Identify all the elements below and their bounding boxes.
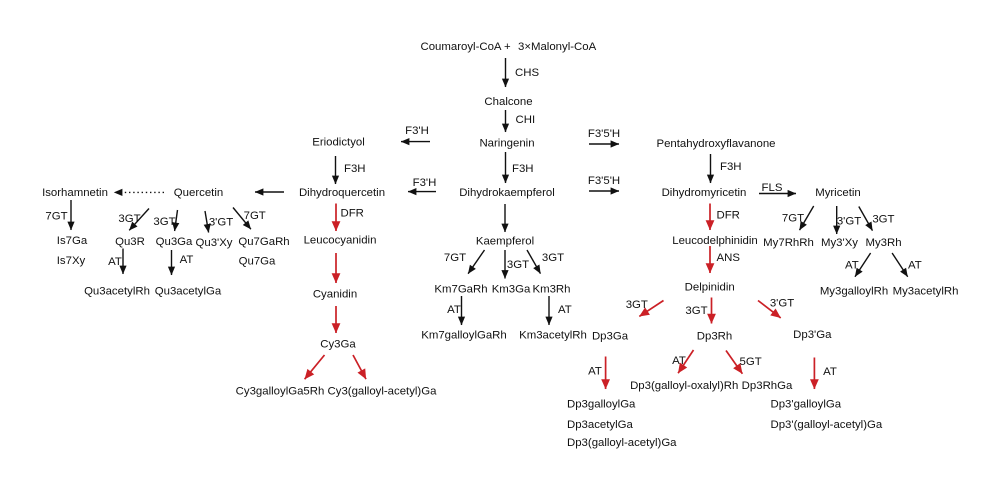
svg-text:Km7galloylGaRh: Km7galloylGaRh (421, 330, 506, 342)
svg-text:My3acetylRh: My3acetylRh (893, 286, 959, 298)
svg-text:My3galloylRh: My3galloylRh (820, 286, 888, 298)
svg-text:Cy3galloylGa5Rh: Cy3galloylGa5Rh (236, 385, 325, 397)
svg-text:3GT: 3GT (542, 252, 564, 264)
svg-text:Dp3(galloyl-acetyl)Ga: Dp3(galloyl-acetyl)Ga (567, 437, 677, 449)
svg-text:AT: AT (108, 256, 122, 268)
svg-text:Cy3Ga: Cy3Ga (320, 338, 356, 350)
svg-text:My7RhRh: My7RhRh (763, 237, 814, 249)
svg-text:7GT: 7GT (244, 210, 266, 222)
svg-text:DFR: DFR (341, 207, 364, 219)
svg-text:Qu3acetylRh: Qu3acetylRh (84, 285, 150, 297)
svg-text:Km3Rh: Km3Rh (533, 284, 571, 296)
svg-text:CHS: CHS (515, 67, 539, 79)
svg-text:Isorhamnetin: Isorhamnetin (42, 187, 108, 199)
svg-text:3GT: 3GT (685, 305, 707, 317)
svg-text:AT: AT (180, 254, 194, 266)
svg-text:CHI: CHI (516, 114, 536, 126)
svg-text:Leucocyanidin: Leucocyanidin (304, 234, 377, 246)
svg-text:Quercetin: Quercetin (174, 187, 223, 199)
svg-text:Dihydroquercetin: Dihydroquercetin (299, 187, 385, 199)
svg-text:Dp3Ga: Dp3Ga (592, 330, 629, 342)
svg-text:AT: AT (908, 260, 922, 272)
svg-text:7GT: 7GT (782, 212, 804, 224)
svg-text:ANS: ANS (717, 252, 741, 264)
svg-text:Is7Xy: Is7Xy (57, 255, 86, 267)
svg-text:Qu3Ga: Qu3Ga (156, 236, 193, 248)
svg-text:AT: AT (558, 304, 572, 316)
svg-text:Dihydrokaempferol: Dihydrokaempferol (459, 187, 555, 199)
svg-text:My3'Xy: My3'Xy (821, 237, 858, 249)
svg-text:Is7Ga: Is7Ga (57, 235, 88, 247)
svg-text:Dp3galloylGa: Dp3galloylGa (567, 399, 636, 411)
svg-text:Cy3(galloyl-acetyl)Ga: Cy3(galloyl-acetyl)Ga (328, 385, 438, 397)
svg-text:3GT: 3GT (153, 216, 175, 228)
svg-text:Cyanidin: Cyanidin (313, 288, 357, 300)
svg-text:AT: AT (845, 260, 859, 272)
svg-text:Eriodictyol: Eriodictyol (312, 136, 365, 148)
svg-text:3GT: 3GT (872, 214, 894, 226)
svg-text:3×Malonyl-CoA: 3×Malonyl-CoA (518, 41, 597, 53)
svg-text:F3'5'H: F3'5'H (588, 128, 620, 140)
svg-text:3GT: 3GT (507, 259, 529, 271)
svg-text:Naringenin: Naringenin (479, 137, 534, 149)
svg-text:F3'5'H: F3'5'H (588, 175, 620, 187)
svg-text:7GT: 7GT (444, 252, 466, 264)
svg-text:Delpinidin: Delpinidin (685, 282, 735, 294)
svg-text:Dp3Rh: Dp3Rh (697, 330, 732, 342)
svg-text:Coumaroyl-CoA +: Coumaroyl-CoA + (421, 41, 512, 53)
svg-text:Dp3RhGa: Dp3RhGa (742, 380, 793, 392)
svg-text:Dp3(galloyl-oxalyl)Rh: Dp3(galloyl-oxalyl)Rh (630, 380, 738, 392)
svg-text:Dihydromyricetin: Dihydromyricetin (662, 187, 747, 199)
svg-text:Qu7Ga: Qu7Ga (239, 255, 276, 267)
svg-text:Dp3acetylGa: Dp3acetylGa (567, 419, 634, 431)
svg-text:5GT: 5GT (740, 356, 762, 368)
svg-text:DFR: DFR (717, 209, 740, 221)
svg-text:Qu3'Xy: Qu3'Xy (196, 237, 233, 249)
svg-text:Km3Ga: Km3Ga (492, 284, 531, 296)
svg-text:My3Rh: My3Rh (865, 237, 901, 249)
svg-text:F3H: F3H (720, 161, 742, 173)
svg-text:3'GT: 3'GT (209, 216, 233, 228)
svg-text:AT: AT (588, 365, 602, 377)
svg-text:Chalcone: Chalcone (484, 96, 532, 108)
svg-text:Pentahydroxyflavanone: Pentahydroxyflavanone (656, 138, 775, 150)
svg-text:3GT: 3GT (118, 213, 140, 225)
svg-text:F3H: F3H (512, 163, 534, 175)
svg-text:AT: AT (672, 355, 686, 367)
svg-text:Kaempferol: Kaempferol (476, 236, 534, 248)
svg-text:F3H: F3H (344, 163, 366, 175)
svg-text:Qu3acetylGa: Qu3acetylGa (155, 285, 222, 297)
svg-text:Km3acetylRh: Km3acetylRh (519, 330, 587, 342)
svg-text:Km7GaRh: Km7GaRh (434, 284, 487, 296)
svg-text:F3'H: F3'H (405, 125, 429, 137)
svg-text:AT: AT (447, 304, 461, 316)
svg-text:AT: AT (823, 366, 837, 378)
svg-text:F3'H: F3'H (413, 177, 437, 189)
svg-text:Dp3'galloylGa: Dp3'galloylGa (771, 399, 842, 411)
svg-text:Qu3R: Qu3R (115, 236, 145, 248)
svg-text:Dp3'(galloyl-acetyl)Ga: Dp3'(galloyl-acetyl)Ga (771, 419, 883, 431)
svg-text:Dp3'Ga: Dp3'Ga (793, 329, 832, 341)
svg-text:3'GT: 3'GT (837, 216, 861, 228)
svg-text:FLS: FLS (762, 182, 783, 194)
svg-text:Qu7GaRh: Qu7GaRh (238, 236, 289, 248)
svg-text:7GT: 7GT (45, 210, 67, 222)
svg-text:3GT: 3GT (626, 299, 648, 311)
svg-text:Myricetin: Myricetin (815, 187, 861, 199)
svg-text:Leucodelphinidin: Leucodelphinidin (672, 235, 758, 247)
svg-text:3'GT: 3'GT (770, 297, 794, 309)
